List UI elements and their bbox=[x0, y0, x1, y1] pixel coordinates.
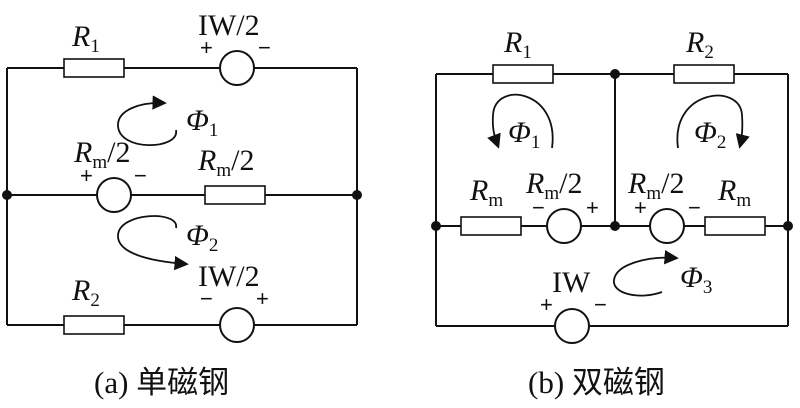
resistor-rm-right bbox=[704, 216, 766, 236]
label-iw-bottom: IW/2 bbox=[198, 260, 260, 293]
rm-source-middle bbox=[96, 177, 132, 213]
rm-source-right bbox=[649, 208, 685, 244]
flux-arrow-phi2 bbox=[676, 94, 750, 149]
resistor-r2 bbox=[673, 64, 735, 84]
panel-b-double-magnet: R1 R2 Φ1 Φ2 Rm Rm/2 − + Rm/2 + − Rm IW +… bbox=[431, 26, 793, 400]
plus-sign-left-source: + bbox=[586, 195, 599, 220]
resistor-rm-left bbox=[460, 216, 522, 236]
caption-b: (b) 双磁钢 bbox=[528, 365, 665, 400]
node-left bbox=[2, 190, 12, 200]
plus-sign-middle: + bbox=[80, 163, 93, 188]
minus-sign-middle: − bbox=[134, 163, 147, 188]
rm-source-left bbox=[546, 208, 582, 244]
flux-arrow-phi1 bbox=[117, 95, 177, 146]
label-rm-right: Rm bbox=[717, 174, 751, 211]
label-phi2: Φ2 bbox=[694, 116, 726, 153]
minus-sign-bottom: − bbox=[200, 286, 213, 311]
label-r2: R2 bbox=[71, 274, 100, 311]
plus-sign-iw: + bbox=[540, 292, 553, 317]
plus-sign-bottom: + bbox=[256, 286, 269, 311]
plus-sign-right-source: + bbox=[634, 195, 647, 220]
node-top bbox=[610, 69, 620, 79]
label-r1: R1 bbox=[71, 20, 100, 57]
label-rm-half-right: Rm/2 bbox=[627, 167, 684, 204]
mmf-source-top bbox=[219, 50, 255, 86]
label-r2: R2 bbox=[685, 26, 714, 63]
minus-sign-top: − bbox=[258, 35, 271, 60]
label-r1: R1 bbox=[503, 26, 532, 63]
minus-sign-left-source: − bbox=[532, 195, 545, 220]
minus-sign-right-source: − bbox=[688, 195, 701, 220]
label-rm-half-resistor: Rm/2 bbox=[197, 144, 254, 181]
label-phi3: Φ3 bbox=[680, 261, 712, 298]
mmf-source-bottom bbox=[219, 307, 255, 343]
flux-arrow-phi1 bbox=[487, 93, 554, 149]
panel-a-single-magnet: R1 IW/2 + − Φ1 Rm/2 + − Rm/2 Φ2 IW/2 − +… bbox=[2, 9, 362, 400]
label-rm-half-left: Rm/2 bbox=[525, 167, 582, 204]
label-iw: IW bbox=[552, 266, 591, 299]
node-left bbox=[431, 221, 441, 231]
panel-a-wires bbox=[6, 67, 358, 326]
resistor-rm-half bbox=[204, 185, 266, 205]
label-rm-half-source: Rm/2 bbox=[73, 136, 130, 173]
node-middle bbox=[610, 221, 620, 231]
flux-arrow-phi2 bbox=[117, 215, 189, 271]
label-phi2: Φ2 bbox=[186, 219, 218, 256]
resistor-r1 bbox=[63, 58, 125, 78]
mmf-source-iw bbox=[554, 308, 590, 344]
label-phi1: Φ1 bbox=[508, 116, 540, 153]
caption-a: (a) 单磁钢 bbox=[94, 365, 229, 400]
plus-sign-top: + bbox=[200, 35, 213, 60]
label-phi1: Φ1 bbox=[186, 104, 218, 141]
resistor-r1 bbox=[492, 64, 554, 84]
node-right bbox=[783, 221, 793, 231]
node-right bbox=[352, 190, 362, 200]
flux-arrow-phi3 bbox=[613, 250, 679, 297]
minus-sign-iw: − bbox=[594, 292, 607, 317]
resistor-r2 bbox=[63, 315, 125, 335]
label-iw-top: IW/2 bbox=[198, 9, 260, 42]
label-rm-left: Rm bbox=[469, 174, 503, 211]
